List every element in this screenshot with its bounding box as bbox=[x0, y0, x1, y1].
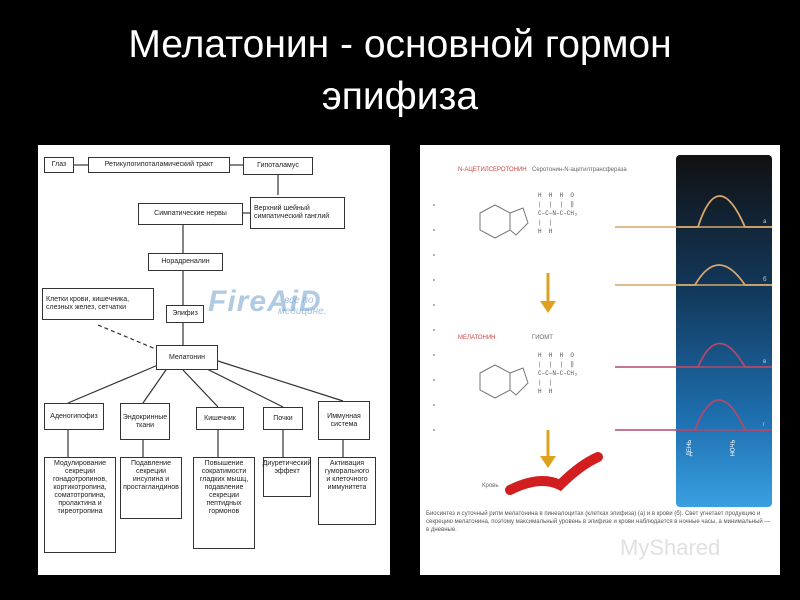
box-ganglion: Верхний шейный симпатический ганглий bbox=[250, 197, 345, 229]
row-label-g: г bbox=[763, 422, 766, 428]
title-line-1: Мелатонин - основной гормон bbox=[128, 23, 672, 66]
row-label-v: в bbox=[763, 359, 767, 365]
box-tract: Ретикулогипоталамический тракт bbox=[88, 157, 230, 173]
label-enzyme-mid: ГИОМТ bbox=[532, 335, 553, 341]
day-night-gradient bbox=[676, 155, 772, 507]
flowchart-panel: Глаз Ретикулогипоталамический тракт Гипо… bbox=[38, 145, 390, 575]
box-melatonin: Мелатонин bbox=[156, 345, 218, 370]
box-epiphysis: Эпифиз bbox=[166, 305, 204, 323]
label-melatonin: МЕЛАТОНИН bbox=[458, 335, 496, 341]
slide-title: Мелатонин - основной гормон эпифиза bbox=[0, 0, 800, 142]
flowchart-connectors bbox=[67, 164, 344, 457]
label-day: ДЕНЬ bbox=[687, 439, 694, 457]
box-target-intestine: Кишечник bbox=[196, 407, 244, 430]
box-target-endocrine: Эндокринные ткани bbox=[120, 403, 170, 440]
chem-formula-top: H H H O| | | ‖C–C–N–C–CH₃| |H H bbox=[538, 192, 578, 235]
box-target-adenohypophysis: Аденогипофиз bbox=[44, 403, 104, 430]
label-enzyme-top: Серотонин-N-ацетилтрансфераза bbox=[532, 167, 627, 173]
box-effect-immune: Активация гуморального и клеточного имму… bbox=[318, 457, 376, 525]
row-label-a: а bbox=[763, 219, 767, 225]
label-n-acetylserotonin: N-АЦЕТИЛСЕРОТОНИН bbox=[458, 167, 527, 173]
rhythm-graphics bbox=[433, 195, 772, 495]
box-cells: Клетки крови, кишечника, слезных желез, … bbox=[42, 288, 154, 320]
box-eyes: Глаз bbox=[44, 157, 74, 173]
melatonin-rhythm-panel: N-АЦЕТИЛСЕРОТОНИН Серотонин-N-ацетилтран… bbox=[420, 145, 780, 575]
box-effect-adenohypophysis: Модулирование секреции гонадотропинов, к… bbox=[44, 457, 116, 553]
box-noradrenaline: Норадреналин bbox=[148, 253, 223, 271]
box-target-immune: Иммунная система bbox=[318, 401, 370, 440]
row-label-b: б bbox=[763, 277, 767, 283]
fireaid-watermark-sub: - все по медицине. bbox=[278, 295, 327, 317]
box-effect-intestine: Повышение сократимости гладких мышц, под… bbox=[193, 457, 255, 549]
myshared-watermark: MyShared bbox=[620, 535, 721, 560]
box-sympathetic: Симпатические нервы bbox=[138, 203, 243, 225]
chem-formula-mid: H H H O| | | ‖C–C–N–C–CH₃| |H H bbox=[538, 352, 578, 395]
box-effect-endocrine: Подавление секреции инсулина и простагла… bbox=[120, 457, 182, 519]
box-target-kidneys: Почки bbox=[263, 407, 303, 430]
fireaid-watermark: FireAiD bbox=[208, 285, 322, 318]
box-hypothalamus: Гипоталамус bbox=[243, 157, 313, 175]
box-effect-kidneys: Диуретический эффект bbox=[263, 457, 311, 497]
title-line-2: эпифиза bbox=[321, 75, 479, 118]
figure-caption: Биосинтез и суточный ритм мелатонина в п… bbox=[426, 511, 771, 533]
label-blood: Кровь bbox=[482, 483, 499, 489]
label-night: НОЧЬ bbox=[730, 439, 737, 457]
